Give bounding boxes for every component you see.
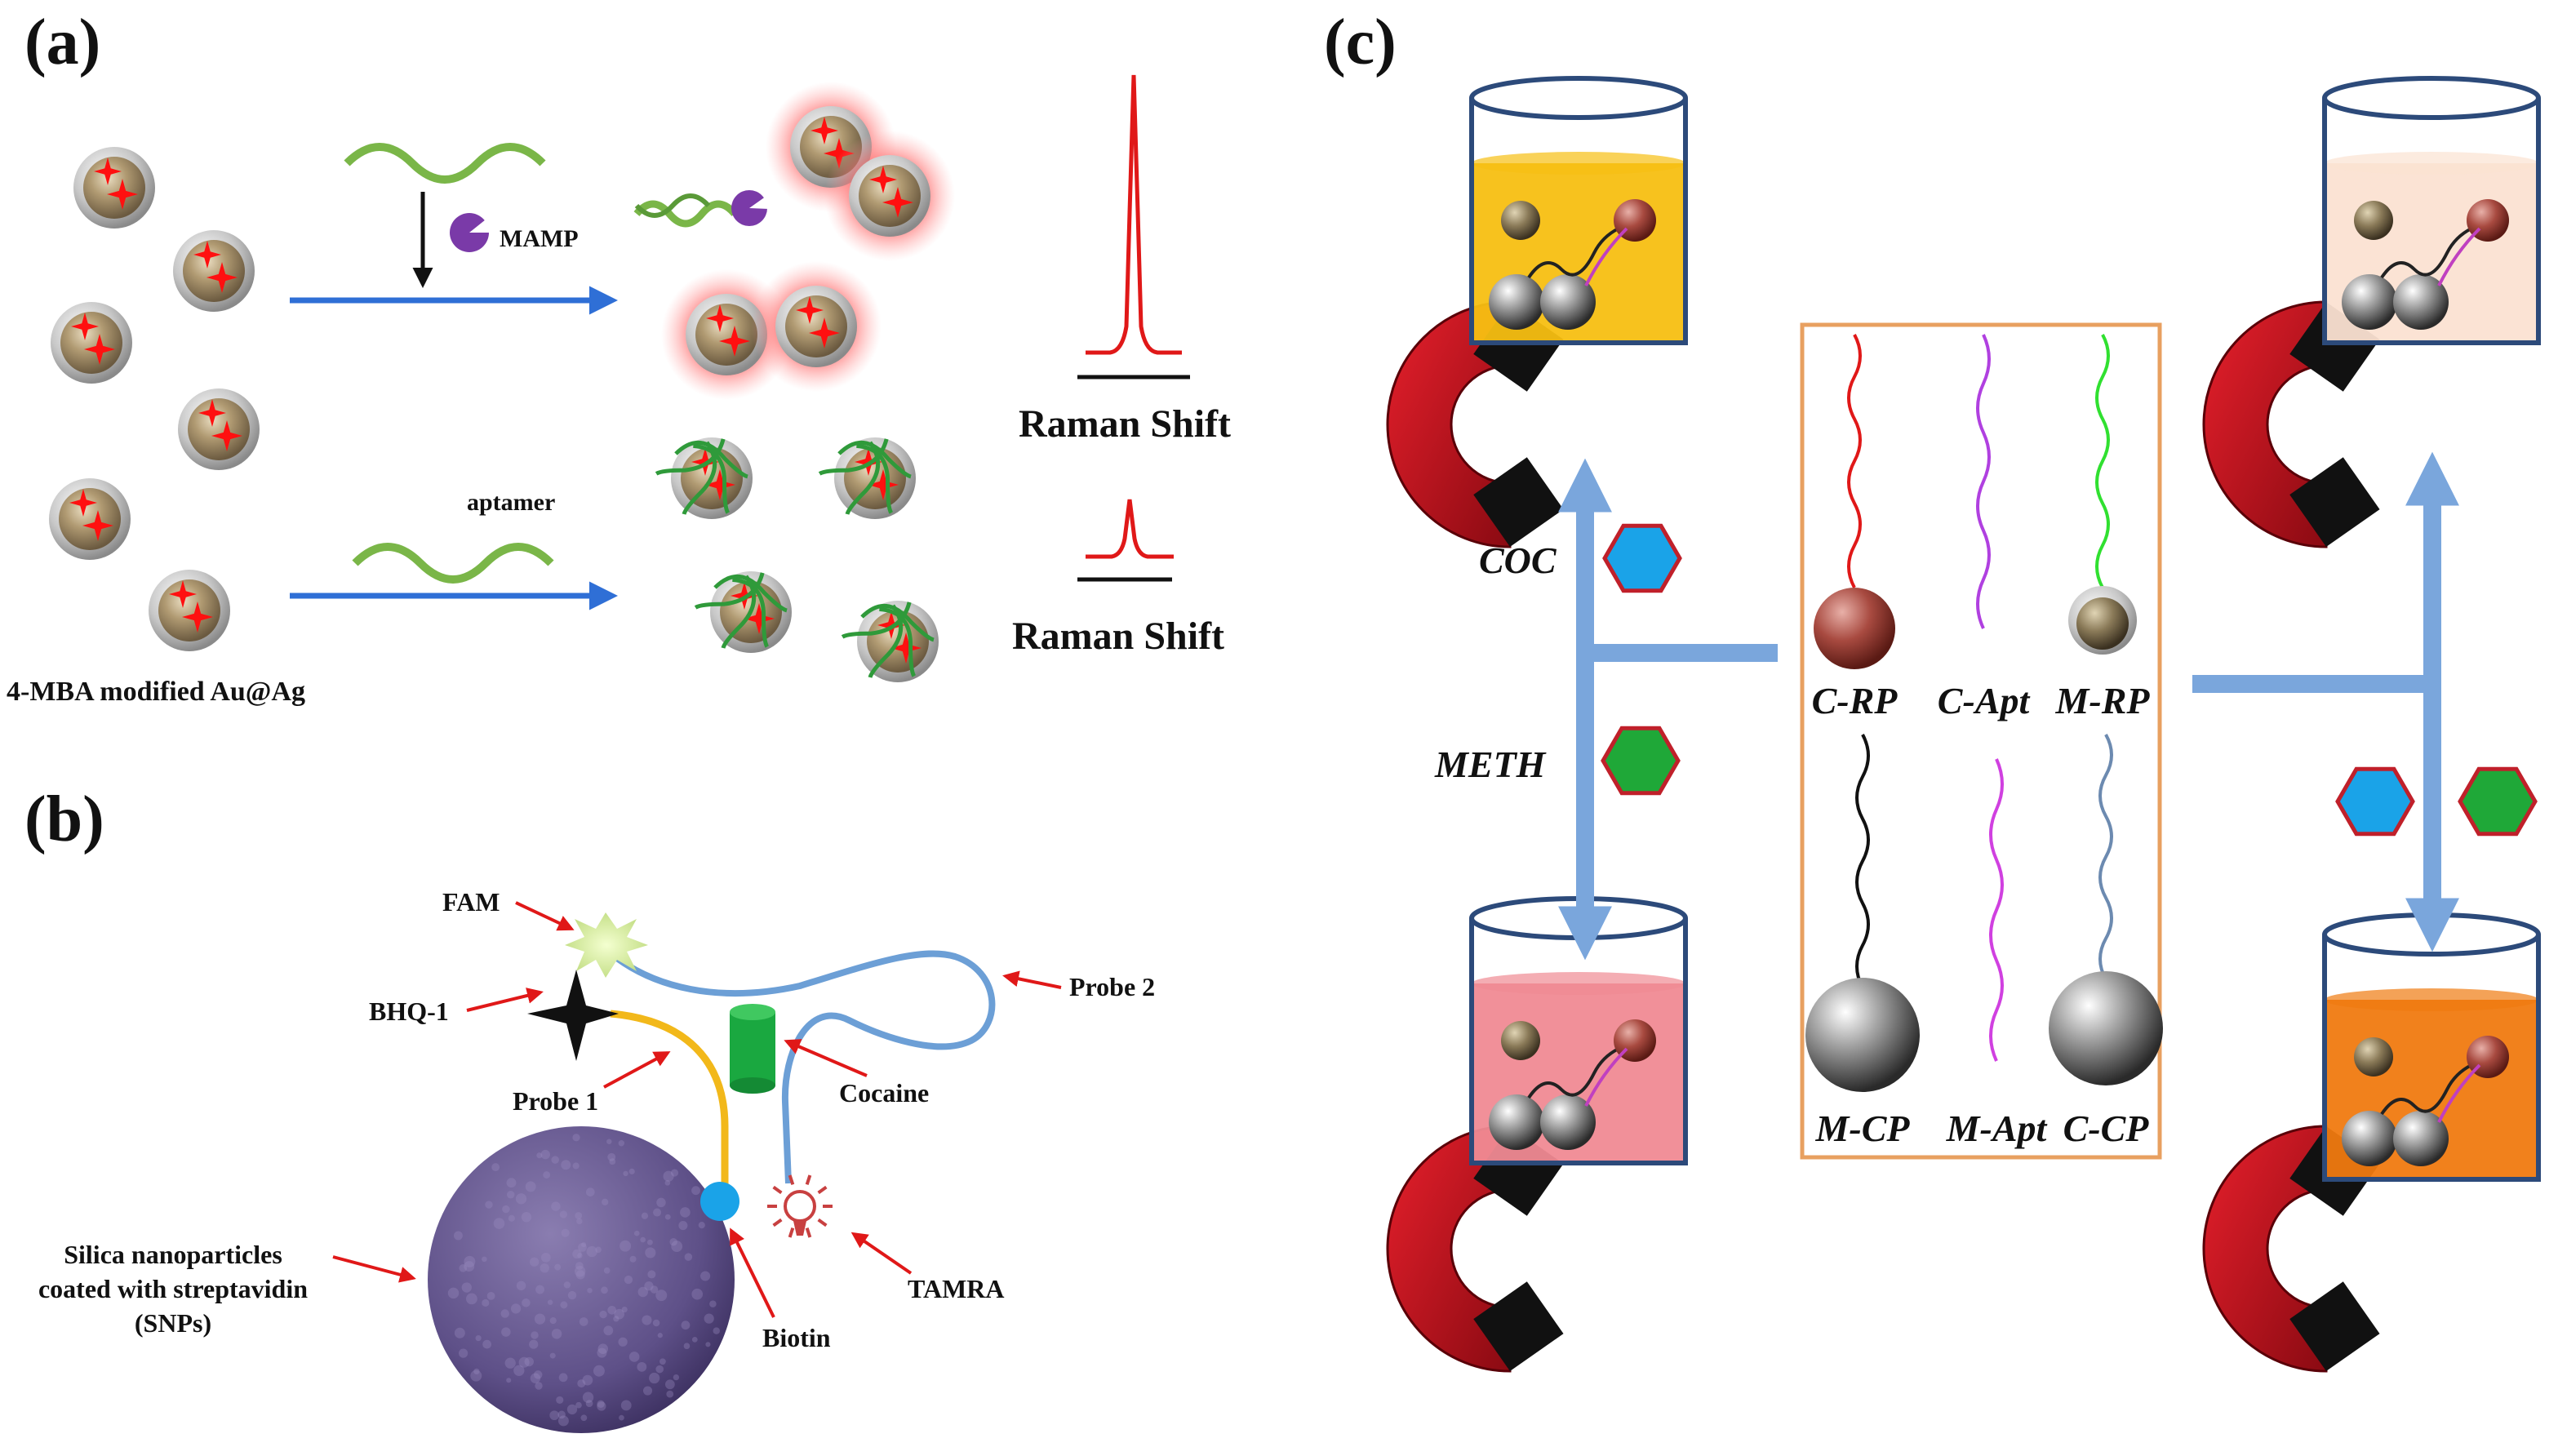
probe-2-pointer [1006,976,1061,988]
probe-1-label: Probe 1 [513,1086,598,1116]
bhq-1-quencher [527,970,619,1061]
tamra-label: TAMRA [908,1274,1005,1303]
beaker [2325,78,2538,343]
tamra-pointer [854,1234,911,1273]
aptamer-strand-bottom [355,547,551,579]
au-ag-nanoparticles [49,147,260,651]
mamp-label: MAMP [500,225,579,252]
aptamer-coated-particles [656,423,939,682]
panel-a: (a) MAMP aptamer 4-MBA modified Au@Ag Ra… [7,7,1231,707]
probe-label-c-apt: C-Apt [1938,680,2031,721]
panel-c-label: (c) [1324,7,1397,78]
au-ag-particle [751,261,882,392]
biotin-pointer [731,1231,774,1317]
probe-label-m-apt: M-Apt [1946,1108,2048,1149]
nanoparticle-caption: 4-MBA modified Au@Ag [7,677,305,707]
au-ag-particle [49,478,131,560]
cocaine-hexagon-icon [1605,526,1680,591]
raman-shift-label-top: Raman Shift [1019,402,1231,446]
panel-b: (b) FAM BHQ-1 Probe 1 [24,783,1155,1433]
au-ag-particle [695,557,792,653]
cocaine-label: Cocaine [839,1078,929,1108]
meth-hexagon-icon [1603,728,1678,793]
probe-label-m-rp: M-RP [2055,680,2151,721]
fam-pointer [516,903,571,929]
beaker [2325,915,2538,1179]
au-ag-particle [819,423,916,519]
aptamer-label: aptamer [467,489,555,516]
au-ag-particle [149,570,230,651]
tamra-fluorophore [767,1175,833,1237]
bhq-label: BHQ-1 [369,997,449,1026]
au-ag-particle [824,131,955,261]
snp-label-line2: coated with streptavidin [38,1274,308,1303]
au-ag-particle [173,230,255,312]
probe-label-c-rp: C-RP [1812,680,1899,721]
meth-hexagon-icon [2460,769,2535,834]
panel-c: (c) C-RP C-Apt M-RP M-CP M-Apt C-CP COC … [1324,7,2538,1371]
biotin-dot [700,1182,739,1221]
panel-a-label: (a) [24,7,100,78]
bhq-pointer [467,992,540,1010]
mamp-icon [450,213,490,252]
meth-label: METH [1434,744,1547,785]
aptamer-strand-top [347,147,543,180]
cocaine-pointer [787,1041,867,1076]
probe-label-m-cp: M-CP [1815,1108,1911,1149]
beaker [1472,78,1685,343]
snp-pointer [333,1257,413,1278]
probe-1-pointer [604,1053,668,1087]
coc-label: COC [1479,539,1557,581]
aggregated-particles-high-signal [661,82,955,400]
au-ag-particle [73,147,155,229]
panel-b-label: (b) [24,783,104,855]
aptamer-mamp-complex [637,190,769,226]
biotin-label: Biotin [762,1323,831,1352]
cocaine-cylinder [730,1004,775,1094]
snp-label-line3: (SNPs) [135,1308,211,1338]
cocaine-hexagon-icon [2338,769,2413,834]
au-ag-particle [842,586,939,682]
au-ag-particle [178,388,260,470]
au-ag-particle [51,302,132,384]
probe-label-c-cp: C-CP [2063,1108,2150,1149]
probe-2-strand [611,953,992,1183]
au-ag-particle [656,423,753,519]
snp-label-line1: Silica nanoparticles [64,1240,282,1269]
raman-spectrum-weak [1086,499,1174,557]
probe-2-label: Probe 2 [1069,972,1155,1001]
raman-shift-label-bottom: Raman Shift [1012,615,1224,658]
raman-spectrum-strong [1086,75,1182,353]
fam-label: FAM [442,887,500,917]
